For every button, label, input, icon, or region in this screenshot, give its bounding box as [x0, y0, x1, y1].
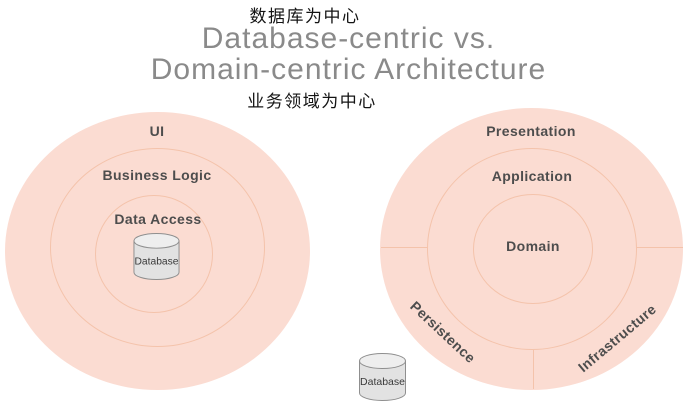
label-application: Application	[491, 168, 573, 184]
label-business-logic: Business Logic	[102, 167, 212, 183]
label-presentation: Presentation	[486, 123, 576, 139]
label-data-access: Data Access	[114, 211, 202, 227]
divider-left-horizontal	[381, 247, 428, 248]
left-middle-ring	[50, 148, 265, 347]
database-icon: Database	[133, 232, 180, 281]
label-domain: Domain	[506, 238, 560, 254]
caption-domain-centric: 业务领域为中心	[247, 92, 377, 111]
page-title-line2: Domain-centric Architecture	[150, 53, 547, 86]
database-label: Database	[360, 376, 405, 388]
divider-bottom-vertical	[533, 350, 534, 389]
database-icon: Database	[359, 353, 406, 401]
label-ui: UI	[149, 123, 165, 139]
left-inner-ring	[95, 195, 213, 313]
caption-database-centric: 数据库为中心	[249, 7, 361, 26]
right-middle-ring	[427, 148, 637, 350]
divider-right-horizontal	[636, 247, 683, 248]
right-inner-ring	[473, 194, 593, 304]
page-title-line1: Database-centric vs.	[201, 22, 496, 55]
database-label: Database	[134, 256, 178, 267]
page-title: Database-centric vs. Domain-centric Arch…	[2, 23, 693, 85]
